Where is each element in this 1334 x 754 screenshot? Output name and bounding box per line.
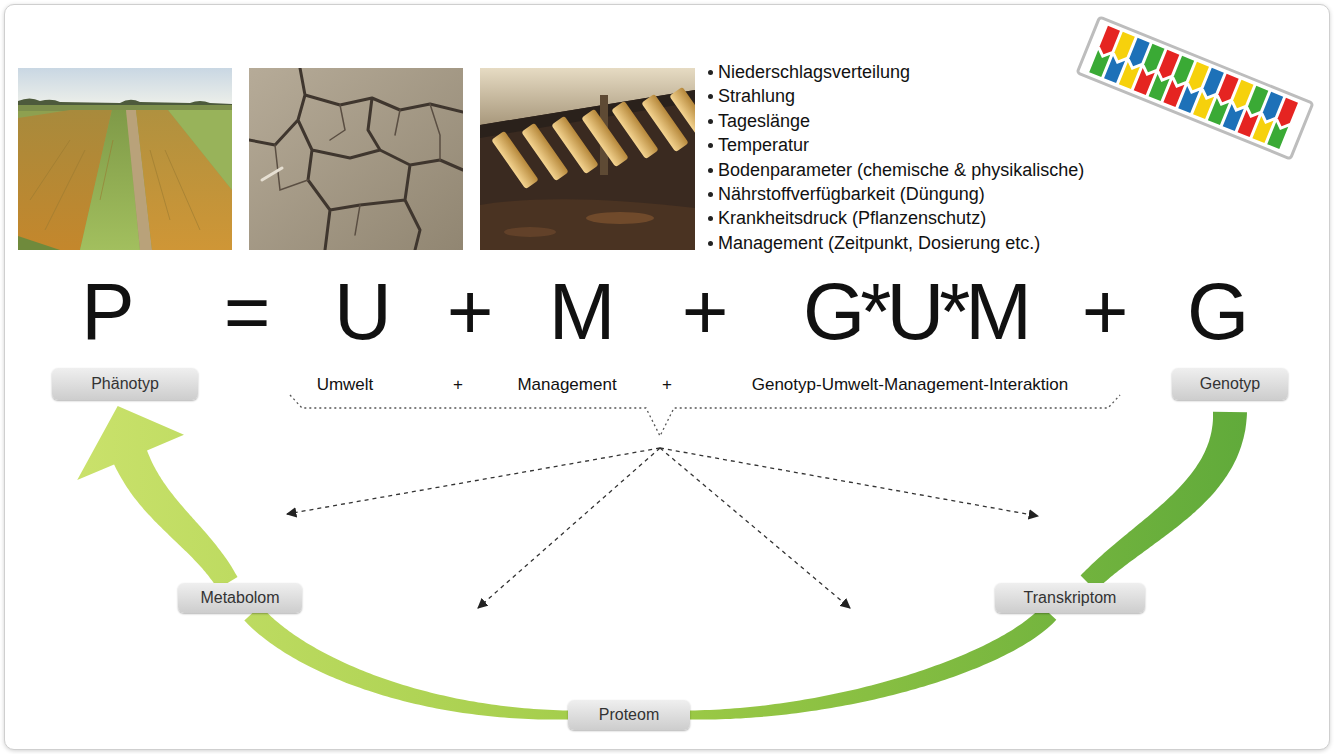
stage-box: Metabolom xyxy=(178,583,302,613)
plot-texture xyxy=(30,140,200,230)
factor-item: Bodenparameter (chemische & physikalisch… xyxy=(718,158,1084,182)
formula-symbol: = xyxy=(224,272,271,352)
influence-arrow xyxy=(287,448,660,514)
box-label: Genotyp xyxy=(1200,374,1260,394)
stage-box: Genotyp xyxy=(1172,368,1288,400)
soil-glint xyxy=(504,227,556,237)
formula-term-label: Umwelt xyxy=(317,374,374,395)
pathway-arrow xyxy=(1081,412,1247,591)
field-photo xyxy=(18,68,232,250)
pathway-arrow xyxy=(690,606,1056,719)
formula-symbol: G xyxy=(1187,272,1249,352)
box-label: Phänotyp xyxy=(91,374,159,394)
factor-item: Krankheitsdruck (Pflanzenschutz) xyxy=(718,206,986,230)
formula-symbol: + xyxy=(447,272,494,352)
pathway-arrow xyxy=(244,606,568,720)
stage-box: Phänotyp xyxy=(52,368,198,400)
box-label: Metabolom xyxy=(200,588,279,608)
soil-crack xyxy=(249,68,463,250)
dna-base xyxy=(1267,122,1288,149)
field-ground xyxy=(18,68,232,250)
influence-arrow xyxy=(660,448,850,608)
dna-base xyxy=(1275,98,1298,129)
bullet-dot xyxy=(708,192,713,197)
soil-crack xyxy=(275,104,440,235)
stage-box: Transkriptom xyxy=(995,583,1145,613)
formula-symbol: P xyxy=(81,272,134,352)
machine-soil xyxy=(480,199,695,250)
plot-edge xyxy=(18,236,60,250)
formula-term-label: Genotyp-Umwelt-Management-Interaktion xyxy=(752,374,1069,395)
factor-item: Tageslänge xyxy=(718,109,810,133)
factor-item: Nährstoffverfügbarkeit (Düngung) xyxy=(718,182,985,206)
bullet-dot xyxy=(708,168,713,173)
influence-arrow xyxy=(478,448,660,608)
soil-photo xyxy=(249,68,463,250)
stage-box: Proteom xyxy=(568,700,690,730)
bullet-dot xyxy=(708,70,713,75)
soil-glint xyxy=(586,212,654,224)
factor-item: Niederschlagsverteilung xyxy=(718,60,910,84)
factor-item: Management (Zeitpunkt, Dosierung etc.) xyxy=(718,231,1040,255)
soil-ground xyxy=(249,68,463,250)
formula-symbol: U xyxy=(334,272,392,352)
bullet-dot xyxy=(708,241,713,246)
dotted-bracket xyxy=(290,395,1120,436)
pathway-arrow xyxy=(77,406,237,589)
formula-term-label: + xyxy=(662,374,672,395)
machine-photo xyxy=(480,68,695,250)
formula-symbol: G*U*M xyxy=(803,272,1027,352)
factor-item: Strahlung xyxy=(718,84,795,108)
box-label: Transkriptom xyxy=(1024,588,1117,608)
influence-arrow xyxy=(660,448,1038,516)
machine-ground xyxy=(480,68,695,250)
formula-symbol: M xyxy=(549,272,616,352)
bullet-dot xyxy=(708,119,713,124)
formula-term-label: + xyxy=(453,374,463,395)
factor-item: Temperatur xyxy=(718,133,809,157)
straw-piece xyxy=(262,168,282,180)
formula-symbol: + xyxy=(1082,272,1129,352)
field-sky xyxy=(18,68,232,106)
formula-symbol: + xyxy=(682,272,729,352)
dna-frame xyxy=(1077,17,1313,159)
box-label: Proteom xyxy=(599,705,659,725)
harrow-tine xyxy=(669,87,695,145)
formula-term-label: Management xyxy=(517,374,616,395)
plot-strip xyxy=(136,110,232,250)
tree-line xyxy=(18,99,232,107)
dna-strip xyxy=(1077,17,1313,159)
